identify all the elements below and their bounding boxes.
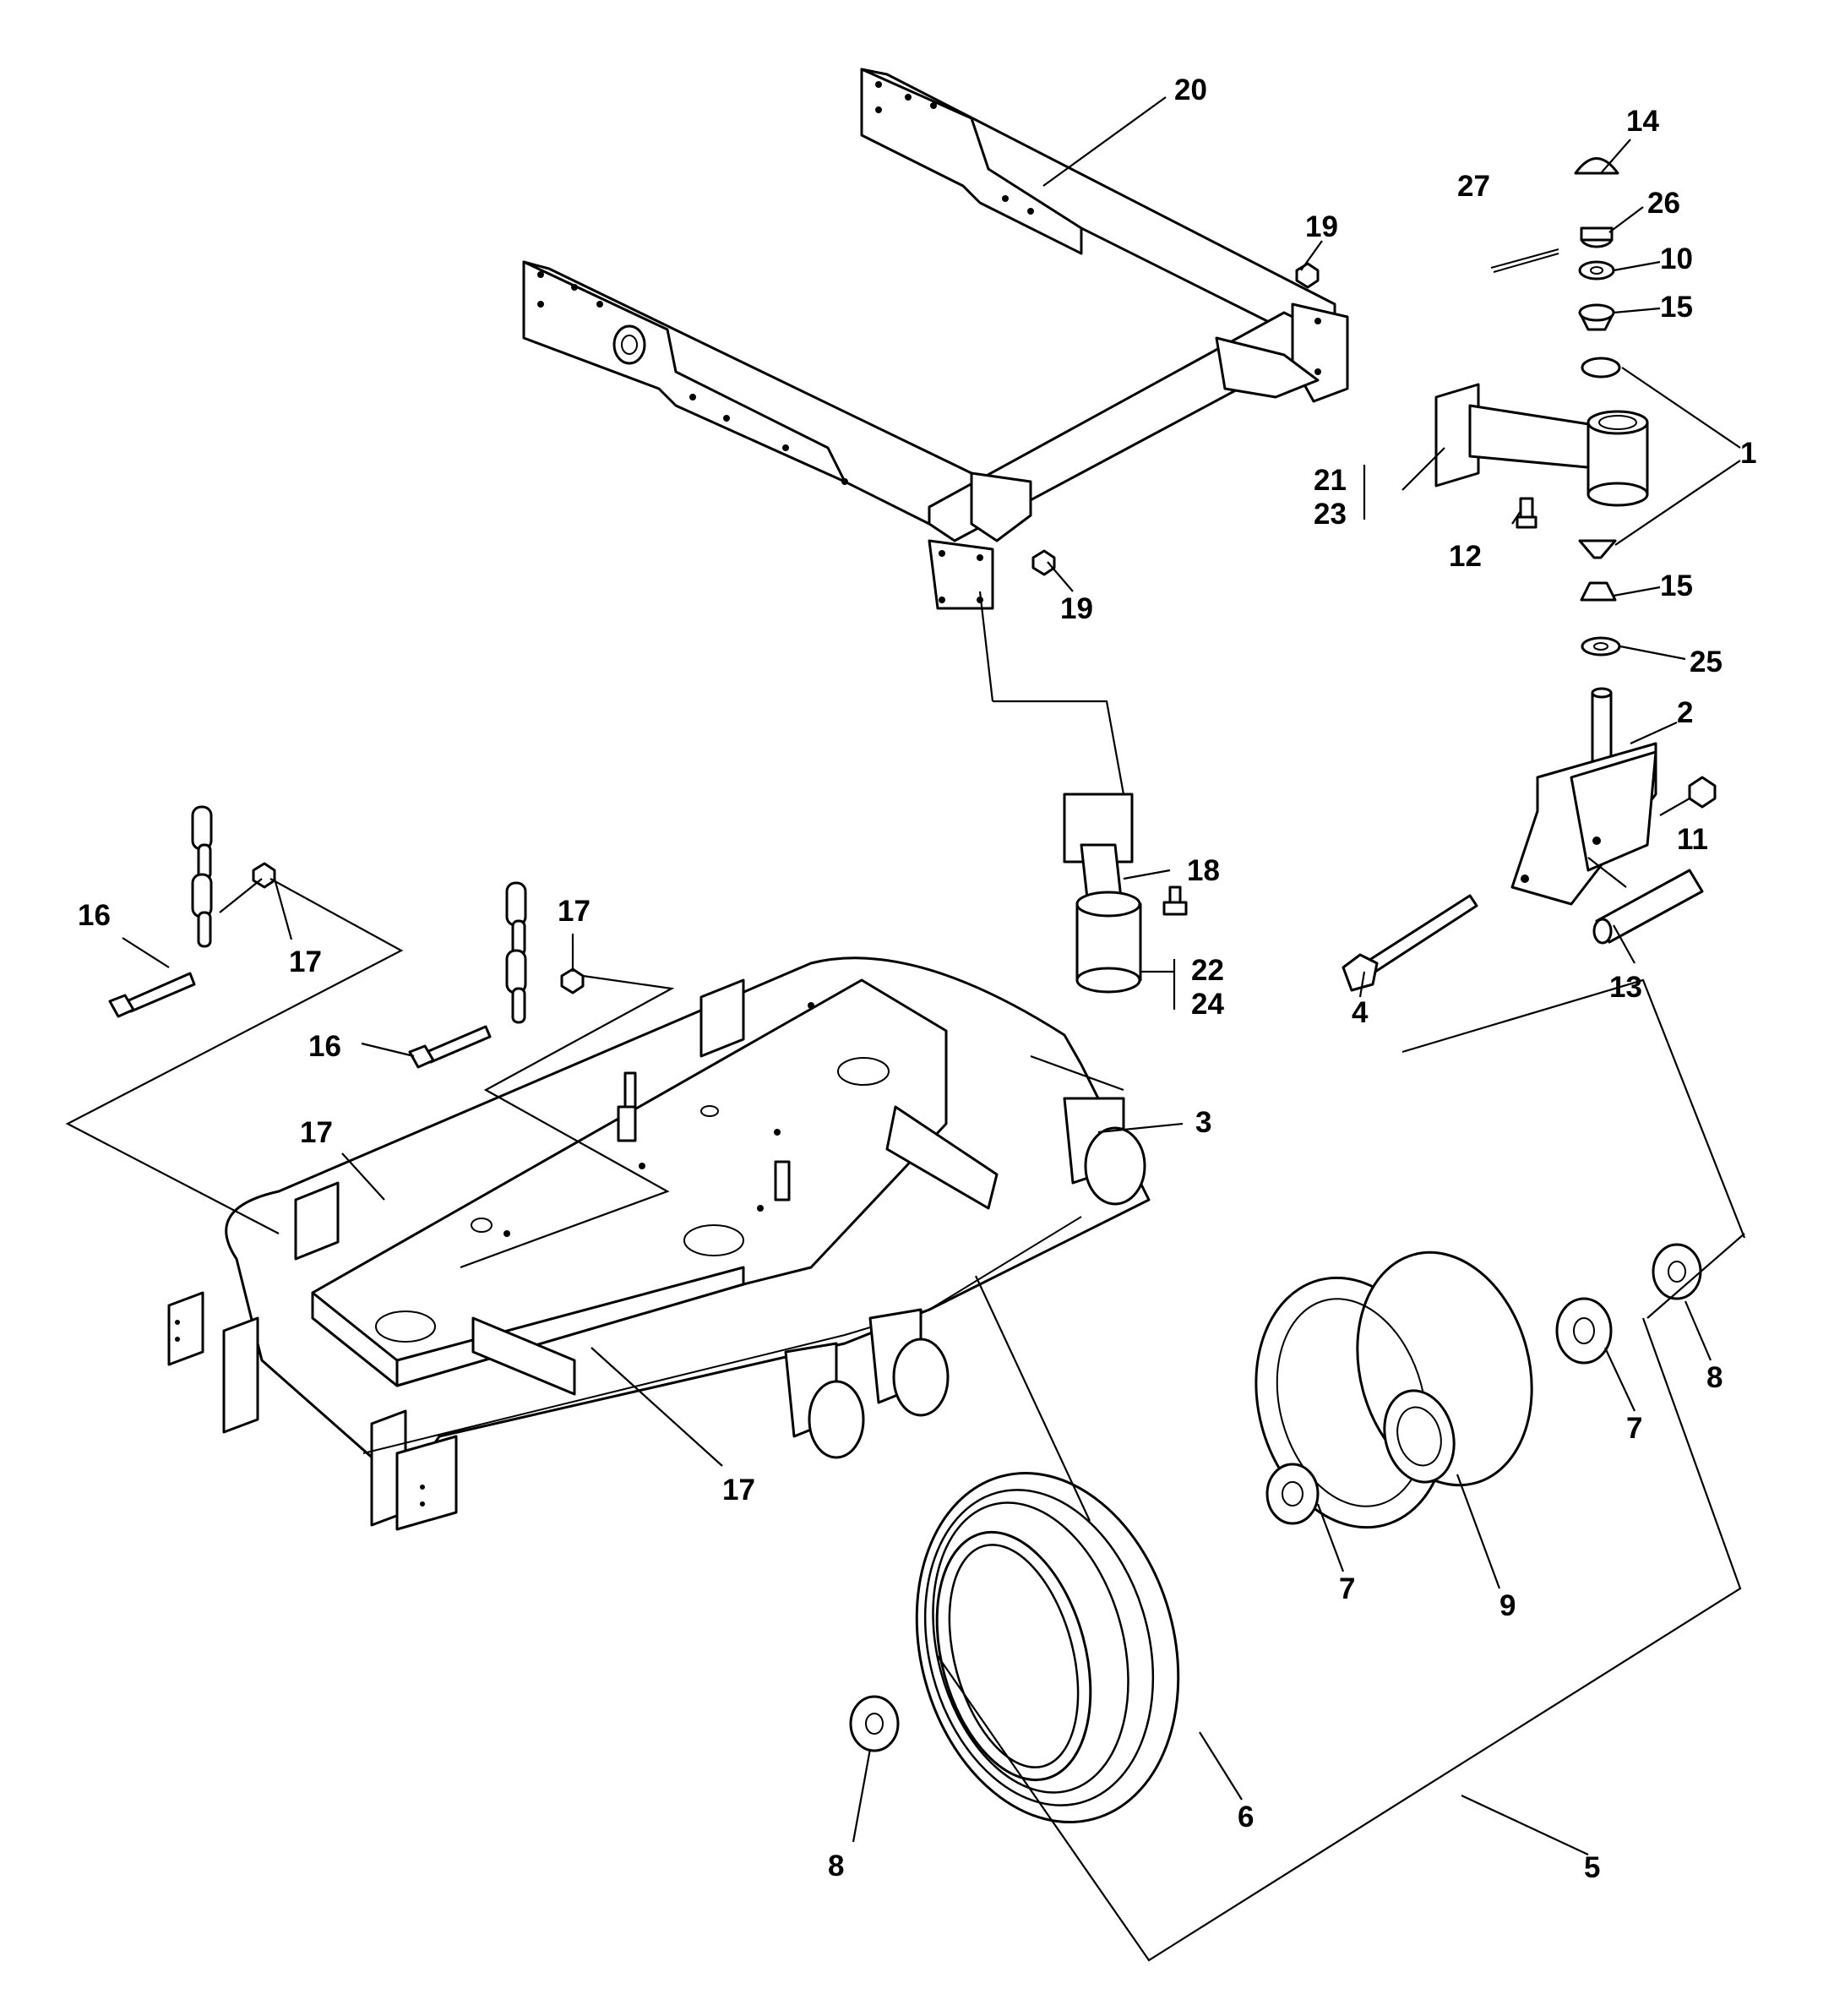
- callout-11: 11: [1677, 823, 1708, 856]
- nut-19-upper: [1295, 262, 1320, 289]
- bearing-cone-lower: [1580, 581, 1617, 602]
- bearing-7-b: [1555, 1297, 1613, 1365]
- bearing-7-a: [1265, 1463, 1320, 1525]
- callout-15-b: 15: [1660, 569, 1693, 602]
- bolt-18: [1162, 885, 1188, 916]
- callout-17-d: 17: [722, 1474, 755, 1507]
- bearing-cone-upper: [1578, 303, 1615, 331]
- callout-17-a: 17: [289, 945, 322, 978]
- deck-caster-wheel-front-b: [868, 1308, 950, 1417]
- spacer-8-a: [849, 1695, 900, 1752]
- bolt-16-middle: [408, 1025, 492, 1069]
- callout-20: 20: [1174, 74, 1207, 106]
- deck-hanger-frame: [522, 68, 1349, 610]
- caster-yoke: [1510, 687, 1657, 906]
- callout-25: 25: [1690, 646, 1723, 678]
- callout-3: 3: [1195, 1106, 1211, 1139]
- callout-1: 1: [1740, 437, 1756, 470]
- callout-labels: 1 2 3 4 5 6 7 7 8 8 9 10 11 12 13 14 15 …: [78, 74, 1756, 1884]
- callout-17-b: 17: [558, 895, 591, 928]
- caster-arm-assembly: [1434, 383, 1649, 507]
- callout-7-a: 7: [1339, 1572, 1355, 1605]
- grease-fitting: [1516, 497, 1538, 529]
- washer-25: [1581, 636, 1621, 657]
- spacer-8-b: [1652, 1243, 1702, 1300]
- callout-18: 18: [1187, 854, 1220, 887]
- callout-19-b: 19: [1060, 592, 1093, 625]
- spacer-tube-13: [1592, 869, 1704, 945]
- callout-27: 27: [1457, 170, 1490, 203]
- slotted-nut: [1580, 226, 1614, 248]
- frame-bolt-holes: [537, 81, 1321, 603]
- cap: [1574, 157, 1619, 175]
- bearing-cup-lower: [1578, 539, 1617, 559]
- bearing-cup-upper: [1581, 357, 1621, 379]
- nut-19-lower: [1031, 549, 1056, 576]
- deck-caster-wheel-front-a: [784, 1342, 865, 1459]
- callout-22: 22: [1191, 954, 1224, 987]
- callout-9: 9: [1499, 1589, 1516, 1622]
- washer-10: [1578, 260, 1615, 281]
- callout-26: 26: [1647, 187, 1680, 220]
- callout-12: 12: [1449, 540, 1482, 573]
- cotter-pin: [1490, 248, 1559, 273]
- callout-17-c: 17: [300, 1116, 333, 1149]
- callout-23: 23: [1314, 498, 1347, 531]
- rim-9: [1254, 1250, 1533, 1529]
- callout-6: 6: [1238, 1801, 1254, 1833]
- callout-19-a: 19: [1305, 210, 1338, 243]
- nut-17-b: [560, 967, 585, 994]
- bolt-4: [1342, 894, 1478, 992]
- leader-lines: [65, 96, 1746, 1962]
- callout-7-b: 7: [1626, 1412, 1642, 1445]
- mower-deck: [167, 956, 1151, 1531]
- callout-5: 5: [1584, 1851, 1600, 1884]
- callout-16-a: 16: [78, 899, 111, 932]
- deck-caster-wheel-3: [1063, 1097, 1146, 1206]
- callout-16-b: 16: [308, 1030, 341, 1063]
- callout-8-b: 8: [1706, 1361, 1723, 1394]
- tire-6: [915, 1471, 1180, 1824]
- callout-21: 21: [1314, 464, 1347, 497]
- callout-15-a: 15: [1660, 291, 1693, 324]
- chain-middle: [505, 881, 527, 1024]
- bolt-16-left: [108, 972, 196, 1018]
- callout-14: 14: [1626, 105, 1659, 138]
- callout-8-a: 8: [828, 1850, 844, 1883]
- callout-24: 24: [1191, 988, 1224, 1021]
- callout-10: 10: [1660, 242, 1693, 275]
- callout-2: 2: [1677, 696, 1693, 729]
- chain-left: [191, 805, 213, 948]
- callout-4: 4: [1352, 996, 1369, 1029]
- callout-13: 13: [1609, 971, 1642, 1004]
- deck-pivot-mount: [1063, 793, 1142, 994]
- lock-nut-11: [1688, 776, 1717, 809]
